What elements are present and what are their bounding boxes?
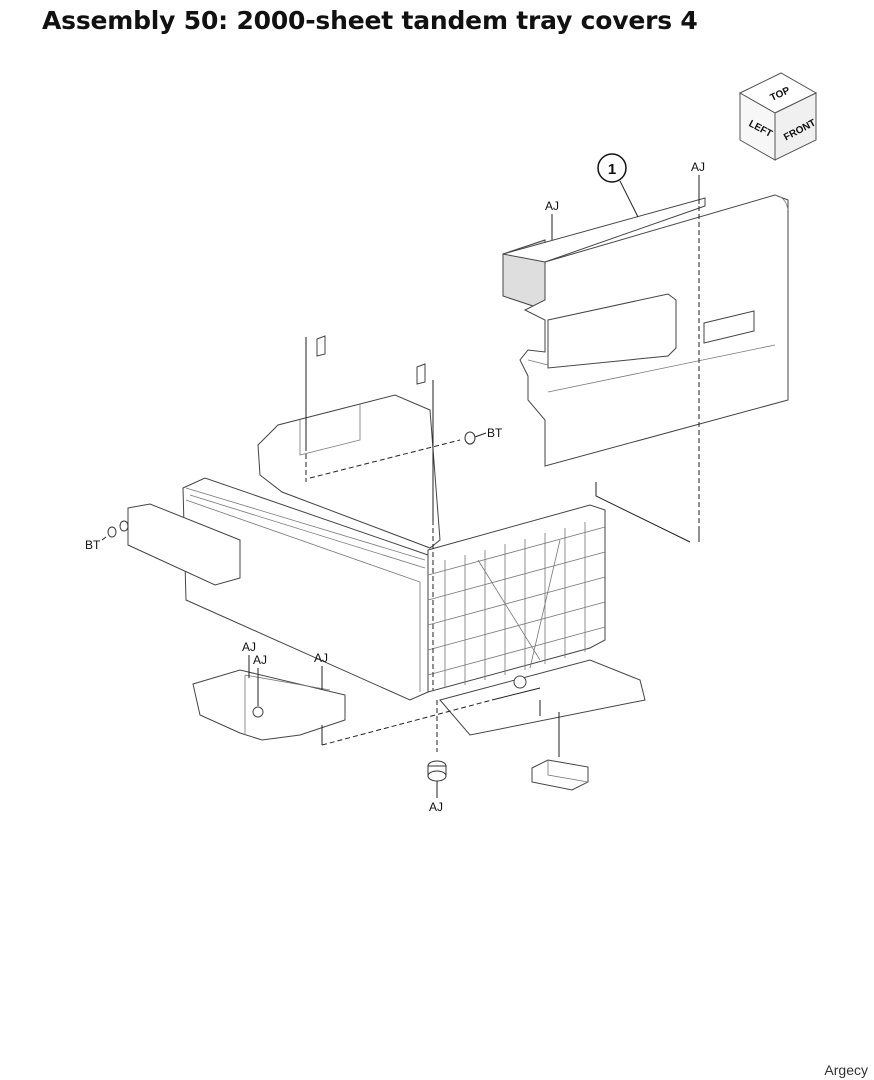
tray-frame xyxy=(127,394,646,736)
aj-label-motor-3: AJ xyxy=(314,651,328,665)
aj-label-cover-right: AJ xyxy=(691,160,705,174)
gear-part: AJ xyxy=(427,700,447,814)
aj-label-gear: AJ xyxy=(429,800,443,814)
bracket-part xyxy=(531,700,589,791)
motor-assembly: AJ AJ AJ xyxy=(192,640,541,746)
cover-screw-leaders: AJ AJ xyxy=(545,160,705,543)
aj-label-motor-1: AJ xyxy=(242,640,256,654)
callout-1: 1 xyxy=(597,153,639,218)
frame-assembly-lines: BT BT xyxy=(85,335,503,690)
aj-label-motor-2: AJ xyxy=(253,653,267,667)
callout-1-number: 1 xyxy=(608,161,616,178)
watermark: Argecy xyxy=(824,1062,868,1078)
part-1-side-cover xyxy=(502,194,789,467)
bt-label-right: BT xyxy=(487,426,503,440)
orientation-cube: TOP LEFT FRONT xyxy=(738,72,818,161)
aj-label-cover-top: AJ xyxy=(545,199,559,213)
page-title: Assembly 50: 2000-sheet tandem tray cove… xyxy=(42,6,698,35)
bt-label-left: BT xyxy=(85,538,101,552)
